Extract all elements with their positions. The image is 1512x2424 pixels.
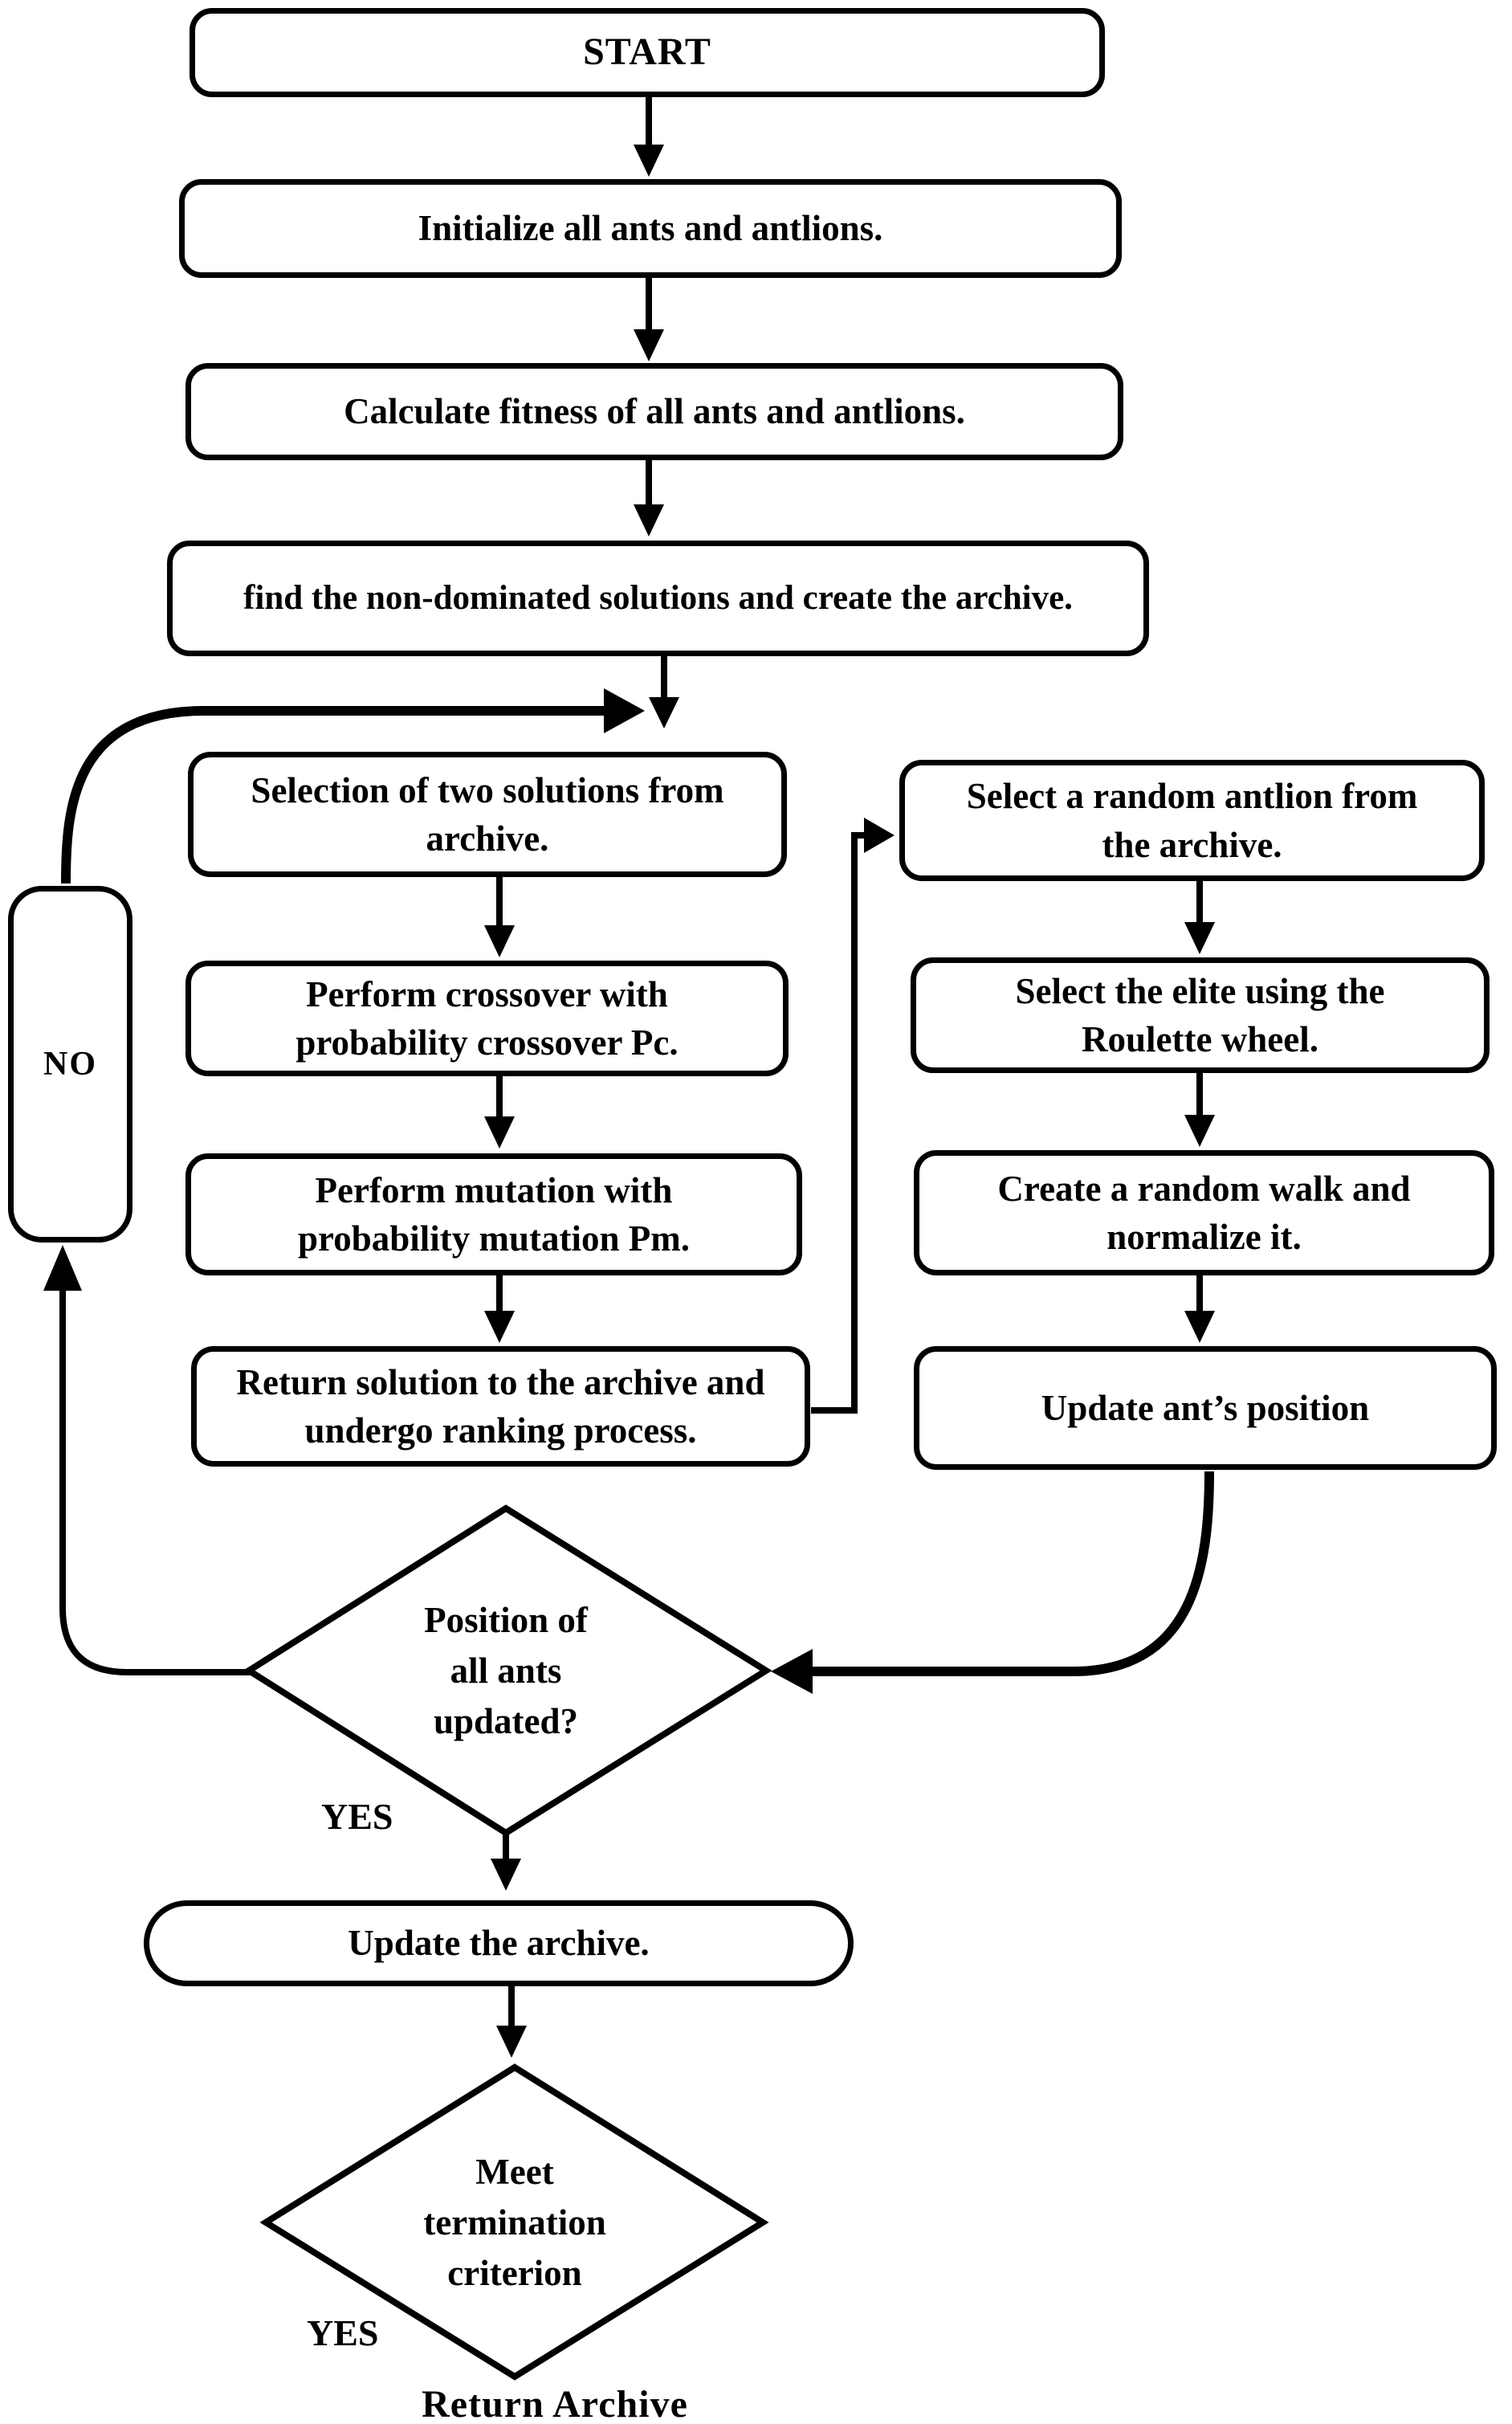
arrow-initialize-to-calculate: [634, 278, 664, 361]
decision-ants-updated-shape: [242, 1504, 772, 1837]
decision-ants-updated-label: Position of all ants updated?: [424, 1599, 588, 1741]
arrow-crossover-to-mutation: [484, 1076, 515, 1149]
decision-termination-label: Meet termination criterion: [423, 2151, 606, 2293]
node-mutation: Perform mutation with probability mutati…: [185, 1153, 802, 1275]
arrow-selection-to-crossover: [484, 877, 515, 957]
node-selection: Selection of two solutions from archive.: [188, 752, 787, 877]
node-return-archive: Return Archive: [394, 2382, 715, 2424]
arrow-find-to-selection: [649, 656, 679, 728]
node-select-antlion-label: Select a random antlion from the archive…: [966, 776, 1418, 865]
label-yes-termination: YES: [307, 2312, 378, 2354]
node-start-label: START: [583, 31, 711, 74]
decision-termination-text: Meet termination criterion: [346, 2146, 683, 2299]
node-random-walk-label: Create a random walk and normalize it.: [997, 1168, 1411, 1257]
node-select-antlion: Select a random antlion from the archive…: [899, 760, 1485, 881]
node-update-ant-position: Update ant’s position: [914, 1346, 1497, 1470]
node-return-solution-label: Return solution to the archive and under…: [236, 1361, 765, 1451]
label-no: NO: [43, 1045, 97, 1083]
node-random-walk: Create a random walk and normalize it.: [914, 1150, 1494, 1275]
arrow-decision-to-no: [43, 1245, 252, 1675]
arrow-update-archive-to-termination: [496, 1986, 527, 2058]
label-yes-ants-updated: YES: [321, 1795, 393, 1838]
node-no-connector: NO: [8, 886, 132, 1243]
node-update-ant-position-label: Update ant’s position: [1041, 1387, 1370, 1428]
arrow-start-to-initialize: [634, 97, 664, 177]
node-select-elite-label: Select the elite using the Roulette whee…: [1015, 970, 1385, 1059]
arrow-decision-to-update-archive: [491, 1833, 521, 1891]
arrow-calculate-to-find: [634, 460, 664, 537]
node-return-archive-label: Return Archive: [422, 2383, 688, 2424]
arrow-walk-to-update-ant: [1184, 1275, 1215, 1343]
node-find-nondominated-label: find the non-dominated solutions and cre…: [243, 579, 1073, 618]
node-mutation-label: Perform mutation with probability mutati…: [298, 1169, 690, 1259]
node-initialize: Initialize all ants and antlions.: [179, 179, 1122, 278]
node-start: START: [190, 8, 1105, 97]
node-crossover-label: Perform crossover with probability cross…: [295, 973, 679, 1063]
node-initialize-label: Initialize all ants and antlions.: [418, 208, 883, 249]
arrow-mutation-to-return: [484, 1275, 515, 1343]
node-selection-label: Selection of two solutions from archive.: [251, 769, 724, 859]
label-yes-termination-text: YES: [307, 2312, 379, 2353]
node-select-elite: Select the elite using the Roulette whee…: [911, 957, 1490, 1073]
node-calculate-fitness-label: Calculate fitness of all ants and antlio…: [344, 391, 965, 432]
node-update-archive-label: Update the archive.: [348, 1923, 650, 1964]
node-calculate-fitness: Calculate fitness of all ants and antlio…: [185, 363, 1123, 460]
arrow-elite-to-walk: [1184, 1073, 1215, 1147]
loop-no-to-selection: [61, 688, 645, 884]
arrow-antlion-to-elite: [1184, 881, 1215, 954]
label-yes-ants-updated-text: YES: [321, 1796, 393, 1837]
connector-return-to-antlion: [811, 818, 895, 1414]
node-find-nondominated: find the non-dominated solutions and cre…: [167, 541, 1149, 656]
node-update-archive: Update the archive.: [144, 1900, 854, 1986]
node-crossover: Perform crossover with probability cross…: [185, 961, 789, 1076]
decision-ants-updated-text: Position of all ants updated?: [337, 1594, 674, 1747]
arrow-update-ant-to-decision: [771, 1471, 1214, 1694]
node-return-solution: Return solution to the archive and under…: [191, 1346, 810, 1467]
decision-termination-shape: [259, 2063, 769, 2381]
